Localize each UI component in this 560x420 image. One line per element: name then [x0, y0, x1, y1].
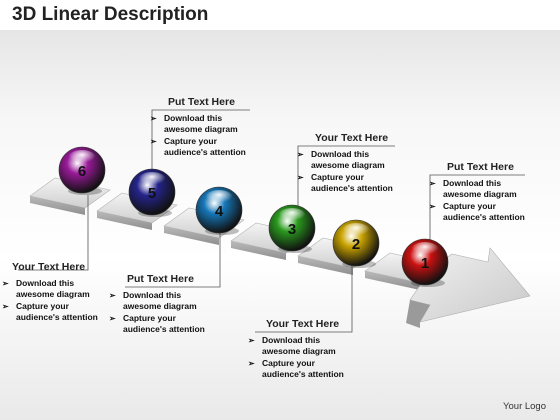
sphere-6: 6	[58, 146, 106, 195]
callout-step-1: Put Text Here Download this awesome diag…	[429, 162, 539, 224]
sphere-1: 1	[401, 238, 449, 287]
callout-step-6-bullet-2: Capture your audience's attention	[2, 301, 104, 323]
sphere-2: 2	[332, 219, 380, 268]
sphere-4: 4	[195, 186, 243, 235]
logo-text: Your Logo	[503, 401, 546, 412]
callout-step-5-heading: Put Text Here	[168, 96, 235, 108]
sphere-6-label: 6	[78, 163, 86, 180]
callout-step-6-heading: Your Text Here	[12, 261, 86, 273]
callout-step-4-bullet-2: Capture your audience's attention	[109, 313, 219, 335]
callout-step-3-heading: Your Text Here	[315, 132, 389, 144]
step-platform-4-front	[164, 226, 219, 245]
sphere-1-label: 1	[421, 255, 429, 272]
step-platform-1-front	[365, 271, 420, 290]
callout-step-3-bullet-2: Capture your audience's attention	[297, 172, 407, 194]
callout-step-1-bullet-2: Capture your audience's attention	[429, 201, 539, 223]
callout-step-3-bullet-1: Download this awesome diagram	[297, 149, 407, 171]
callout-step-5: Put Text Here Download this awesome diag…	[150, 97, 260, 159]
callout-step-2-bullet-2: Capture your audience's attention	[248, 358, 358, 380]
callout-step-5-bullet-1: Download this awesome diagram	[150, 113, 260, 135]
callout-step-6-bullet-1: Download this awesome diagram	[2, 278, 104, 300]
step-platform-5-front	[97, 211, 152, 230]
callout-step-3: Your Text Here Download this awesome dia…	[297, 133, 407, 195]
page-title: 3D Linear Description	[12, 4, 209, 25]
sphere-3-label: 3	[288, 221, 296, 238]
callout-step-1-bullet-1: Download this awesome diagram	[429, 178, 539, 200]
callout-step-6: Your Text Here Download this awesome dia…	[2, 262, 104, 324]
callout-step-2: Your Text Here Download this awesome dia…	[248, 319, 358, 381]
numbered-spheres: 1 2 3 4 5 6	[58, 146, 449, 287]
callout-step-4: Put Text Here Download this awesome diag…	[109, 274, 219, 336]
step-platform-3-front	[231, 241, 286, 260]
callout-step-2-bullet-1: Download this awesome diagram	[248, 335, 358, 357]
sphere-4-label: 4	[215, 203, 224, 220]
step-platform-2-front	[298, 256, 353, 275]
step-platform-6-front	[30, 196, 85, 215]
callout-step-2-heading: Your Text Here	[266, 318, 340, 330]
sphere-5-label: 5	[148, 185, 156, 202]
callout-step-5-bullet-2: Capture your audience's attention	[150, 136, 260, 158]
callout-step-1-heading: Put Text Here	[447, 161, 514, 173]
sphere-2-label: 2	[352, 236, 360, 253]
callout-step-4-bullet-1: Download this awesome diagram	[109, 290, 219, 312]
callout-step-4-heading: Put Text Here	[127, 273, 194, 285]
sphere-3: 3	[268, 204, 316, 253]
sphere-5: 5	[128, 168, 176, 217]
